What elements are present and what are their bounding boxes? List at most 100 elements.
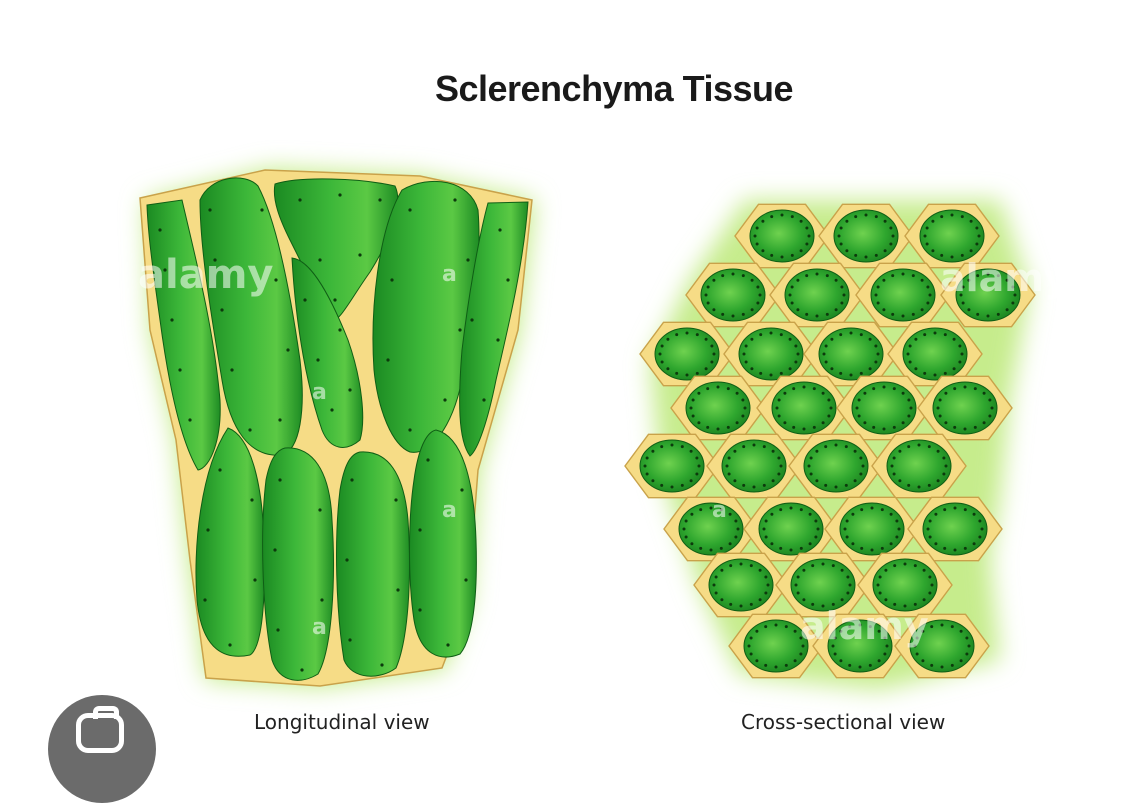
cross-cell-dot: [762, 445, 766, 449]
cross-cell-dot: [779, 464, 783, 468]
cross-cell-dot: [790, 215, 794, 219]
cross-cell-dot: [811, 564, 815, 568]
cross-cell-dot: [892, 472, 896, 476]
cross-cell-dot: [728, 542, 732, 546]
cross-cell-dot: [719, 508, 723, 512]
long-cell: [409, 429, 477, 658]
cross-cell-dot: [891, 274, 895, 278]
cross-cell: [654, 327, 720, 381]
cross-cell-dot: [769, 331, 773, 335]
cross-cell-dot: [784, 663, 788, 667]
cross-cell-dot: [741, 274, 745, 278]
cross-cell-dot: [839, 226, 843, 230]
cross-cell-dot: [830, 337, 834, 341]
cross-cell-dot: [922, 568, 926, 572]
long-cell: [262, 447, 334, 681]
cross-cell-dot: [864, 255, 868, 259]
cross-cell-dot: [789, 548, 793, 552]
cross-cell-dot: [892, 456, 896, 460]
lens-button[interactable]: [48, 695, 156, 803]
cross-cell-dot: [885, 644, 889, 648]
cross-cell-dot: [868, 337, 872, 341]
cross-cell-dot: [684, 535, 688, 539]
cross-cell-dot: [859, 472, 863, 476]
cross-cell-dot: [950, 255, 954, 259]
cross-cell-dot: [917, 485, 921, 489]
cross-cell-dot: [824, 445, 828, 449]
cross-cell-dot: [943, 508, 947, 512]
cross-cell-dot: [877, 659, 881, 663]
cross-cell-dot: [764, 575, 768, 579]
cross-cell-dot: [967, 308, 971, 312]
cross-cell-dot: [796, 308, 800, 312]
cross-cell-dot: [843, 527, 847, 531]
cross-cell-dot: [758, 568, 762, 572]
cross-cell-dot: [889, 542, 893, 546]
longitudinal-caption: Longitudinal view: [254, 710, 430, 734]
cross-cell-dot: [779, 371, 783, 375]
cross-cell-dot: [808, 542, 812, 546]
cross-cell-dot: [851, 512, 855, 516]
cross-cell-dot: [936, 449, 940, 453]
cross-cell-dot: [880, 546, 884, 550]
cross-cell-dot: [884, 568, 888, 572]
cross-cell-dot: [901, 391, 905, 395]
cross-cell-dot: [807, 234, 811, 238]
cross-cell-dot: [685, 373, 689, 377]
cross-cell-dot: [915, 636, 919, 640]
cross-cell-dot: [982, 421, 986, 425]
cross-cell-dot: [747, 644, 751, 648]
long-cell: [291, 257, 364, 448]
cross-cell: [909, 619, 975, 673]
cross-cell-dot: [689, 449, 693, 453]
cross-cell-dot: [906, 352, 910, 356]
cross-cell-dot: [704, 293, 708, 297]
cross-cell-dot: [978, 535, 982, 539]
cross-cell-dot: [872, 425, 876, 429]
longitudinal-dots: [158, 193, 510, 672]
cross-cell-dot: [870, 506, 874, 510]
cross-cell-dot: [895, 519, 899, 523]
cross-cell-dot: [943, 333, 947, 337]
cross-cell-dot: [878, 575, 882, 579]
cross-cell-dot: [821, 421, 825, 425]
cross-cell-dot: [731, 272, 735, 276]
cross-cell-dot: [809, 472, 813, 476]
cross-cell: [743, 619, 809, 673]
cross-cell-dot: [952, 337, 956, 341]
cross-cell: [833, 209, 899, 263]
cross-cell-dot: [771, 449, 775, 453]
cross-cell-dot: [1011, 301, 1015, 305]
cross-cell-dot: [883, 652, 887, 656]
cross-cell-dot: [837, 234, 841, 238]
cross-cell-dot: [859, 456, 863, 460]
cross-cell-dot: [990, 406, 994, 410]
cross-cell-dot: [893, 602, 897, 606]
cross-cell-dot: [695, 456, 699, 460]
cross-cell-dot: [926, 285, 930, 289]
cross-cell-dot: [741, 398, 745, 402]
cross-cell-dot: [1011, 285, 1015, 289]
cross-cell-dot: [825, 274, 829, 278]
cross-cell-dot: [651, 479, 655, 483]
cross-cell-dot: [928, 519, 932, 523]
cross-cell-dot: [790, 285, 794, 289]
cross-cell-dot: [675, 371, 679, 375]
cross-cell-dot: [794, 360, 798, 364]
cross-cell-dot: [779, 333, 783, 337]
cross-cell-dot: [936, 479, 940, 483]
cross-cell-dot: [860, 508, 864, 512]
cross-cell-dot: [944, 421, 948, 425]
cross-cell-dot: [761, 219, 765, 223]
cross-cell-dot: [940, 253, 944, 257]
cross-cell-dot: [884, 598, 888, 602]
long-cell: [199, 177, 303, 456]
cross-cell-dot: [666, 367, 670, 371]
cross-cell-dot: [960, 352, 964, 356]
cross-cell-dot: [799, 249, 803, 253]
cross-cell: [955, 268, 1021, 322]
cross-cell-dot: [808, 512, 812, 516]
cross-cell-dot: [750, 278, 754, 282]
cross-cell-dot: [790, 253, 794, 257]
cross-cell-dot: [699, 508, 703, 512]
